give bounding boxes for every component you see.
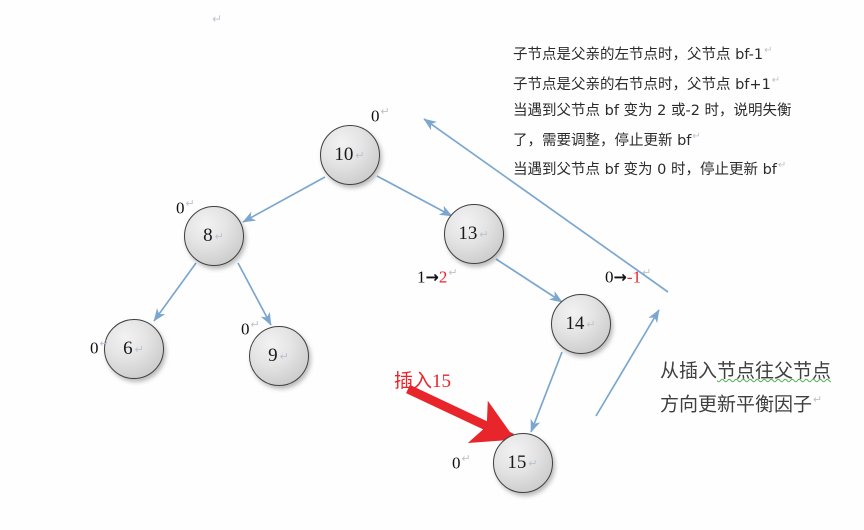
balance-factor-node-9: 0↵ xyxy=(241,319,260,339)
update-direction-note: 从插入节点往父节点 方向更新平衡因子↵ xyxy=(660,358,831,419)
pilcrow-icon: ↵ xyxy=(771,74,781,86)
tree-node-10[interactable]: 10↵ xyxy=(320,125,380,185)
right-arrow-icon: → xyxy=(613,267,627,287)
pilcrow-icon: ↵ xyxy=(250,319,260,331)
balance-factor-node-13: 1→2↵ xyxy=(417,266,458,288)
insert-label: 插入15 xyxy=(394,371,452,392)
node-value: 13 xyxy=(458,223,478,244)
pilcrow-icon: ↵ xyxy=(528,457,538,470)
tree-node-14[interactable]: 14↵ xyxy=(551,294,611,354)
edge-8-9 xyxy=(237,262,272,326)
node-value: 10 xyxy=(334,144,354,165)
balance-factor-node-10: 0↵ xyxy=(371,106,390,126)
direction-note-line-1: 从插入节点往父节点 xyxy=(660,361,832,382)
pilcrow-icon: ↵ xyxy=(764,45,773,56)
edge-10-13 xyxy=(376,175,453,217)
pilcrow-icon: ↵ xyxy=(355,149,365,162)
pilcrow-icon: ↵ xyxy=(777,160,787,172)
pilcrow-icon: ↵ xyxy=(380,106,390,118)
node-value: 15 xyxy=(507,452,527,473)
red-insert-arrow xyxy=(406,384,516,444)
pilcrow-icon: ↵ xyxy=(479,228,489,241)
node-value: 6 xyxy=(123,338,133,359)
tree-node-8[interactable]: 8↵ xyxy=(184,206,244,266)
rule-line-5: 当遇到父节点 bf 变为 0 时，停止更新 bf↵ xyxy=(513,160,787,179)
short-update-arrow xyxy=(595,309,660,417)
bf-old-value: 0 xyxy=(605,267,614,287)
balance-factor-node-8: 0↵ xyxy=(176,198,195,218)
tree-node-6[interactable]: 6↵ xyxy=(104,319,164,379)
rule-line-3: 当遇到父节点 bf 变为 2 或-2 时，说明失衡 xyxy=(513,102,792,119)
right-arrow-icon: → xyxy=(425,267,439,287)
bf-old-value: 1 xyxy=(417,267,426,287)
pilcrow-icon: ↵ xyxy=(214,230,224,243)
pilcrow-icon: ↵ xyxy=(642,267,652,279)
bf-new-value: 2 xyxy=(438,267,448,287)
edge-13-14 xyxy=(495,258,563,303)
bf-new-value: -1 xyxy=(626,267,642,287)
balance-factor-node-14: 0→-1↵ xyxy=(605,266,651,288)
node-value: 8 xyxy=(203,225,213,246)
pilcrow-icon: ↵ xyxy=(99,338,109,350)
edge-10-8 xyxy=(242,176,326,223)
pilcrow-icon: ↵ xyxy=(692,130,701,142)
pilcrow-icon: ↵ xyxy=(134,343,144,356)
direction-note-line-2: 方向更新平衡因子↵ xyxy=(660,394,823,416)
pilcrow-icon: ↵ xyxy=(448,267,458,279)
rule-line-1: 子节点是父亲的左节点时，父节点 bf-1↵ xyxy=(513,45,773,63)
stray-pilcrow-mark: ↵ xyxy=(212,12,223,26)
pilcrow-icon: ↵ xyxy=(185,198,195,210)
tree-node-15[interactable]: 15↵ xyxy=(493,433,553,493)
balance-factor-node-6: 0↵ xyxy=(90,338,109,358)
spellcheck-underlined-text: 节点往父节点 xyxy=(717,361,832,382)
edge-8-6 xyxy=(153,262,197,322)
tree-node-9[interactable]: 9↵ xyxy=(249,326,309,386)
node-value: 9 xyxy=(268,345,278,366)
pilcrow-icon: ↵ xyxy=(279,350,289,363)
rules-note: 子节点是父亲的左节点时，父节点 bf-1↵ 子节点是父亲的右节点时，父节点 bf… xyxy=(513,38,792,183)
rule-line-4: 了，需要调整，停止更新 bf↵ xyxy=(513,130,701,149)
pilcrow-icon: ↵ xyxy=(813,394,823,406)
rule-line-2: 子节点是父亲的右节点时，父节点 bf+1↵ xyxy=(513,74,781,93)
edge-14-15 xyxy=(530,351,563,433)
pilcrow-icon: ↵ xyxy=(461,453,471,465)
tree-node-13[interactable]: 13↵ xyxy=(444,204,504,264)
node-value: 14 xyxy=(565,313,585,334)
balance-factor-node-15: 0↵ xyxy=(452,453,471,473)
pilcrow-icon: ↵ xyxy=(586,318,596,331)
long-update-arrow xyxy=(423,118,669,293)
